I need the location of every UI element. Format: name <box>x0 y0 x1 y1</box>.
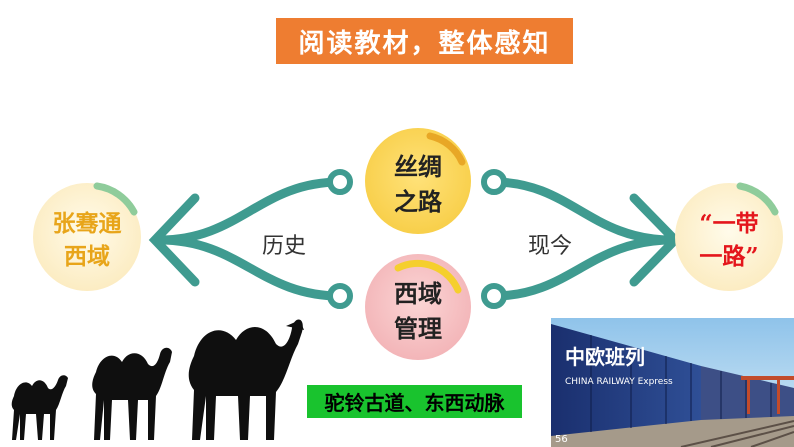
train-number: 56 <box>555 434 568 445</box>
connector-ring <box>327 283 353 309</box>
train-photo: 中欧班列 CHINA RAILWAY Express 56 <box>551 318 794 447</box>
curve-left-bottom <box>155 235 345 301</box>
train-sign-en: CHINA RAILWAY Express <box>565 377 673 387</box>
arrow-right-head <box>629 193 682 287</box>
caption-box: 驼铃古道、东西动脉 <box>307 385 522 418</box>
connector-ring <box>327 169 353 195</box>
label-present: 现今 <box>528 234 573 259</box>
node-left-label: 张骞通 西域 <box>33 207 141 274</box>
node-right-line1: “一带 <box>699 210 759 237</box>
node-bottom-line1: 西域 <box>394 279 442 308</box>
node-left-line2: 西域 <box>64 243 110 271</box>
node-top-circle <box>365 128 471 234</box>
node-left-line1: 张骞通 <box>52 210 122 237</box>
node-left-circle <box>33 183 141 291</box>
node-top-label: 丝绸 之路 <box>368 150 468 220</box>
curve-right-bottom <box>489 235 677 301</box>
node-right-line2: 一路” <box>699 243 759 271</box>
train-sign: 中欧班列 <box>565 345 645 369</box>
node-right-circle <box>675 183 783 291</box>
camel-silhouette <box>11 319 304 440</box>
node-right-label: “一带 一路” <box>675 207 783 274</box>
node-bottom-label: 西域 管理 <box>368 277 468 347</box>
arrow-left-head <box>148 193 200 287</box>
node-bottom-line2: 管理 <box>394 313 442 343</box>
connector-ring <box>481 283 507 309</box>
curve-right-top <box>489 177 677 245</box>
node-top-line1: 丝绸 <box>394 152 442 181</box>
node-top-line2: 之路 <box>394 186 442 216</box>
node-bottom-circle <box>365 254 471 360</box>
label-history: 历史 <box>262 234 307 259</box>
page-title: 阅读教材，整体感知 <box>276 18 573 64</box>
connector-ring <box>481 169 507 195</box>
curve-left-top <box>155 177 345 245</box>
